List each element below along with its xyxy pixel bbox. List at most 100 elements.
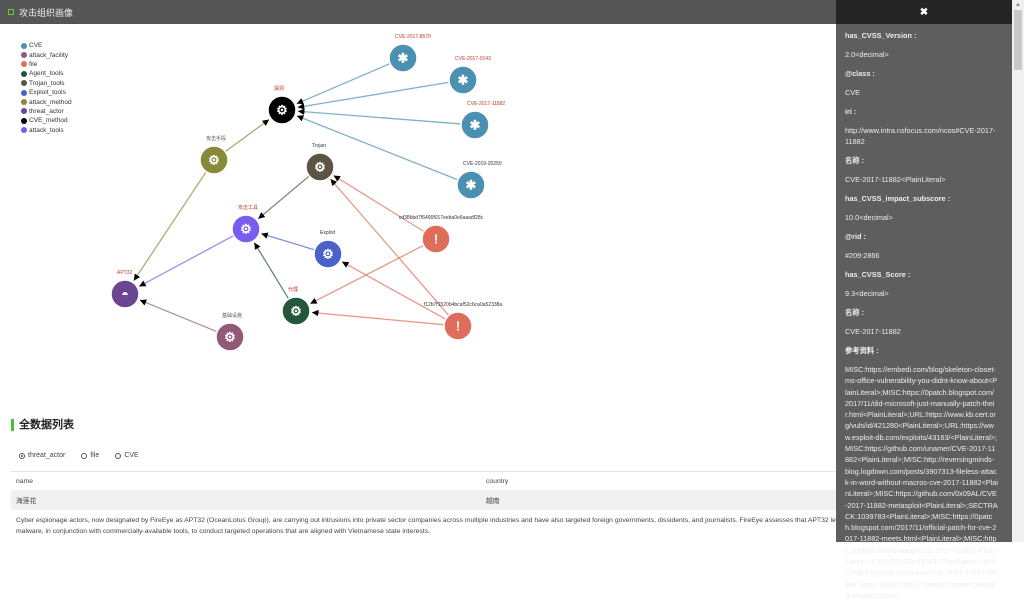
legend-item[interactable]: CVE_method	[21, 116, 72, 125]
graph-node[interactable]: ✱CVE-2017-8570	[388, 34, 431, 73]
close-icon[interactable]: ✖	[919, 6, 929, 18]
radio-label: threat_actor	[28, 452, 66, 459]
legend-label: attack_facility	[29, 51, 69, 59]
graph-node[interactable]: ⚙攻击手段	[199, 135, 229, 175]
panel-header: ✖	[836, 0, 1024, 24]
scroll-up-icon[interactable]: ▲	[1015, 2, 1021, 8]
node-label: Trojan	[312, 143, 326, 149]
graph-node[interactable]: ⚙漏洞	[267, 85, 297, 125]
graph-node[interactable]: ◓APT32	[110, 270, 140, 309]
graph-edge[interactable]	[296, 115, 459, 181]
node-label: CVE-2019-20250	[463, 161, 502, 167]
graph-edge[interactable]	[333, 174, 425, 233]
legend-label: Trojan_tools	[29, 79, 65, 87]
radio-cve[interactable]: CVE	[115, 452, 139, 459]
legend-dot	[21, 89, 27, 96]
legend-label: threat_actor	[29, 107, 64, 115]
graph-node[interactable]: ⚙ Trojan	[305, 143, 335, 182]
legend-dot	[21, 80, 27, 87]
table-row[interactable]: 海莲花 越南	[11, 490, 836, 510]
graph-node[interactable]: !cd38bbd7f6490f017eeba0e6aaadf28c	[399, 215, 484, 254]
node-label: CVE-2017-11882	[467, 101, 505, 107]
graph-edge[interactable]	[341, 261, 447, 320]
legend-dot	[21, 99, 27, 106]
legend-label: attack_tools	[29, 126, 64, 134]
graph-edge[interactable]	[329, 178, 450, 316]
legend-label: CVE	[29, 42, 43, 50]
gear-icon: ⚙	[290, 304, 302, 319]
field-value: CVE	[845, 88, 861, 97]
field-key: has_CVSS_Version :	[845, 31, 917, 40]
node-label: Exploit	[320, 230, 336, 236]
field-value: 9.3<decimal>	[845, 289, 889, 298]
table-header: name country	[11, 471, 836, 490]
column-header-country: country	[486, 477, 509, 485]
legend-label: CVE_method	[29, 117, 68, 125]
graph-node[interactable]: ⚙基础设施	[215, 312, 245, 352]
graph-edge[interactable]	[296, 62, 391, 105]
legend-dot	[21, 127, 27, 134]
graph-edge[interactable]	[311, 309, 445, 326]
field-key: 参考资料 :	[845, 346, 879, 355]
file-alert-icon: !	[456, 319, 460, 334]
graph-node[interactable]: ✱CVE-2017-11882	[460, 101, 505, 140]
legend-dot	[21, 52, 27, 59]
node-detail-panel: ✖ has_CVSS_Version : 2.0<decimal> @class :…	[836, 0, 1024, 600]
bug-icon: ✱	[458, 73, 469, 88]
legend-item[interactable]: attack_tools	[21, 126, 72, 135]
legend-item[interactable]: Agent_tools	[21, 69, 72, 78]
graph-edge[interactable]	[138, 235, 234, 288]
graph-edge[interactable]	[253, 242, 290, 300]
graph-edge[interactable]	[133, 171, 207, 282]
graph-node[interactable]: ⚙攻击工具	[231, 204, 261, 244]
node-label: APT32	[117, 270, 133, 276]
legend-label: file	[29, 60, 38, 68]
node-label: f12b7f1520b4bcaf52c6ca0a52338a	[424, 302, 503, 308]
graph-node[interactable]: ! f12b7f1520b4bcaf52c6ca0a52338a	[424, 302, 503, 341]
legend-item[interactable]: attack_facility	[21, 50, 72, 59]
legend-item[interactable]: file	[21, 60, 72, 69]
legend-item[interactable]: threat_actor	[21, 107, 72, 116]
radio-unchecked-icon	[115, 452, 122, 459]
graph-edge[interactable]	[297, 108, 462, 125]
legend-item[interactable]: Exploit_tools	[21, 88, 72, 97]
cell-country: 越南	[486, 498, 500, 505]
radio-label: file	[90, 452, 100, 459]
radio-threat-actor[interactable]: threat_actor	[19, 452, 65, 459]
square-icon	[8, 9, 14, 15]
node-label: CVE-2017-8570	[395, 34, 431, 40]
graph-edge[interactable]	[224, 118, 270, 153]
graph-node[interactable]: ✱CVE-2019-20250	[456, 161, 502, 200]
row-description: Cyber espionage actors, now designated b…	[11, 510, 836, 542]
graph-edge[interactable]	[139, 299, 218, 333]
field-value: 10.0<decimal>	[845, 213, 893, 222]
field-value: 2.0<decimal>	[845, 50, 889, 59]
description-line: Cyber espionage actors, now designated b…	[16, 517, 836, 524]
legend-item[interactable]: Trojan_tools	[21, 79, 72, 88]
scrollbar[interactable]: ▲	[1012, 0, 1024, 542]
node-label: cd38bbd7f6490f017eeba0e6aaadf28c	[399, 215, 484, 221]
legend-dot	[21, 108, 27, 115]
field-key: @class :	[845, 69, 875, 78]
graph-edge[interactable]	[309, 244, 424, 305]
legend-item[interactable]: attack_method	[21, 97, 72, 106]
knowledge-graph[interactable]: ✱CVE-2017-8570 ✱ CVE-2017-0143 ✱CVE-2017-11…	[0, 24, 836, 404]
graph-edge[interactable]	[261, 232, 315, 251]
gear-icon: ⚙	[314, 160, 326, 175]
radio-file[interactable]: file	[81, 452, 99, 459]
radio-label: CVE	[124, 452, 139, 459]
page-title: 攻击组织画像	[19, 7, 74, 18]
graph-node[interactable]: ⚙Exploit	[313, 230, 343, 269]
legend-label: attack_method	[29, 98, 72, 106]
field-value: CVE-2017-11882	[845, 327, 901, 336]
field-key: 名称 :	[845, 308, 865, 317]
legend-dot	[21, 117, 27, 124]
gear-icon: ⚙	[224, 330, 236, 345]
graph-node[interactable]: ⚙代理	[281, 286, 311, 326]
graph-node[interactable]: ✱ CVE-2017-0143	[448, 56, 491, 95]
legend-item[interactable]: CVE	[21, 41, 72, 50]
graph-edge[interactable]	[257, 175, 310, 220]
scrollbar-thumb[interactable]	[1014, 10, 1022, 70]
graph-edge[interactable]	[297, 81, 450, 110]
node-label: CVE-2017-0143	[455, 56, 491, 62]
